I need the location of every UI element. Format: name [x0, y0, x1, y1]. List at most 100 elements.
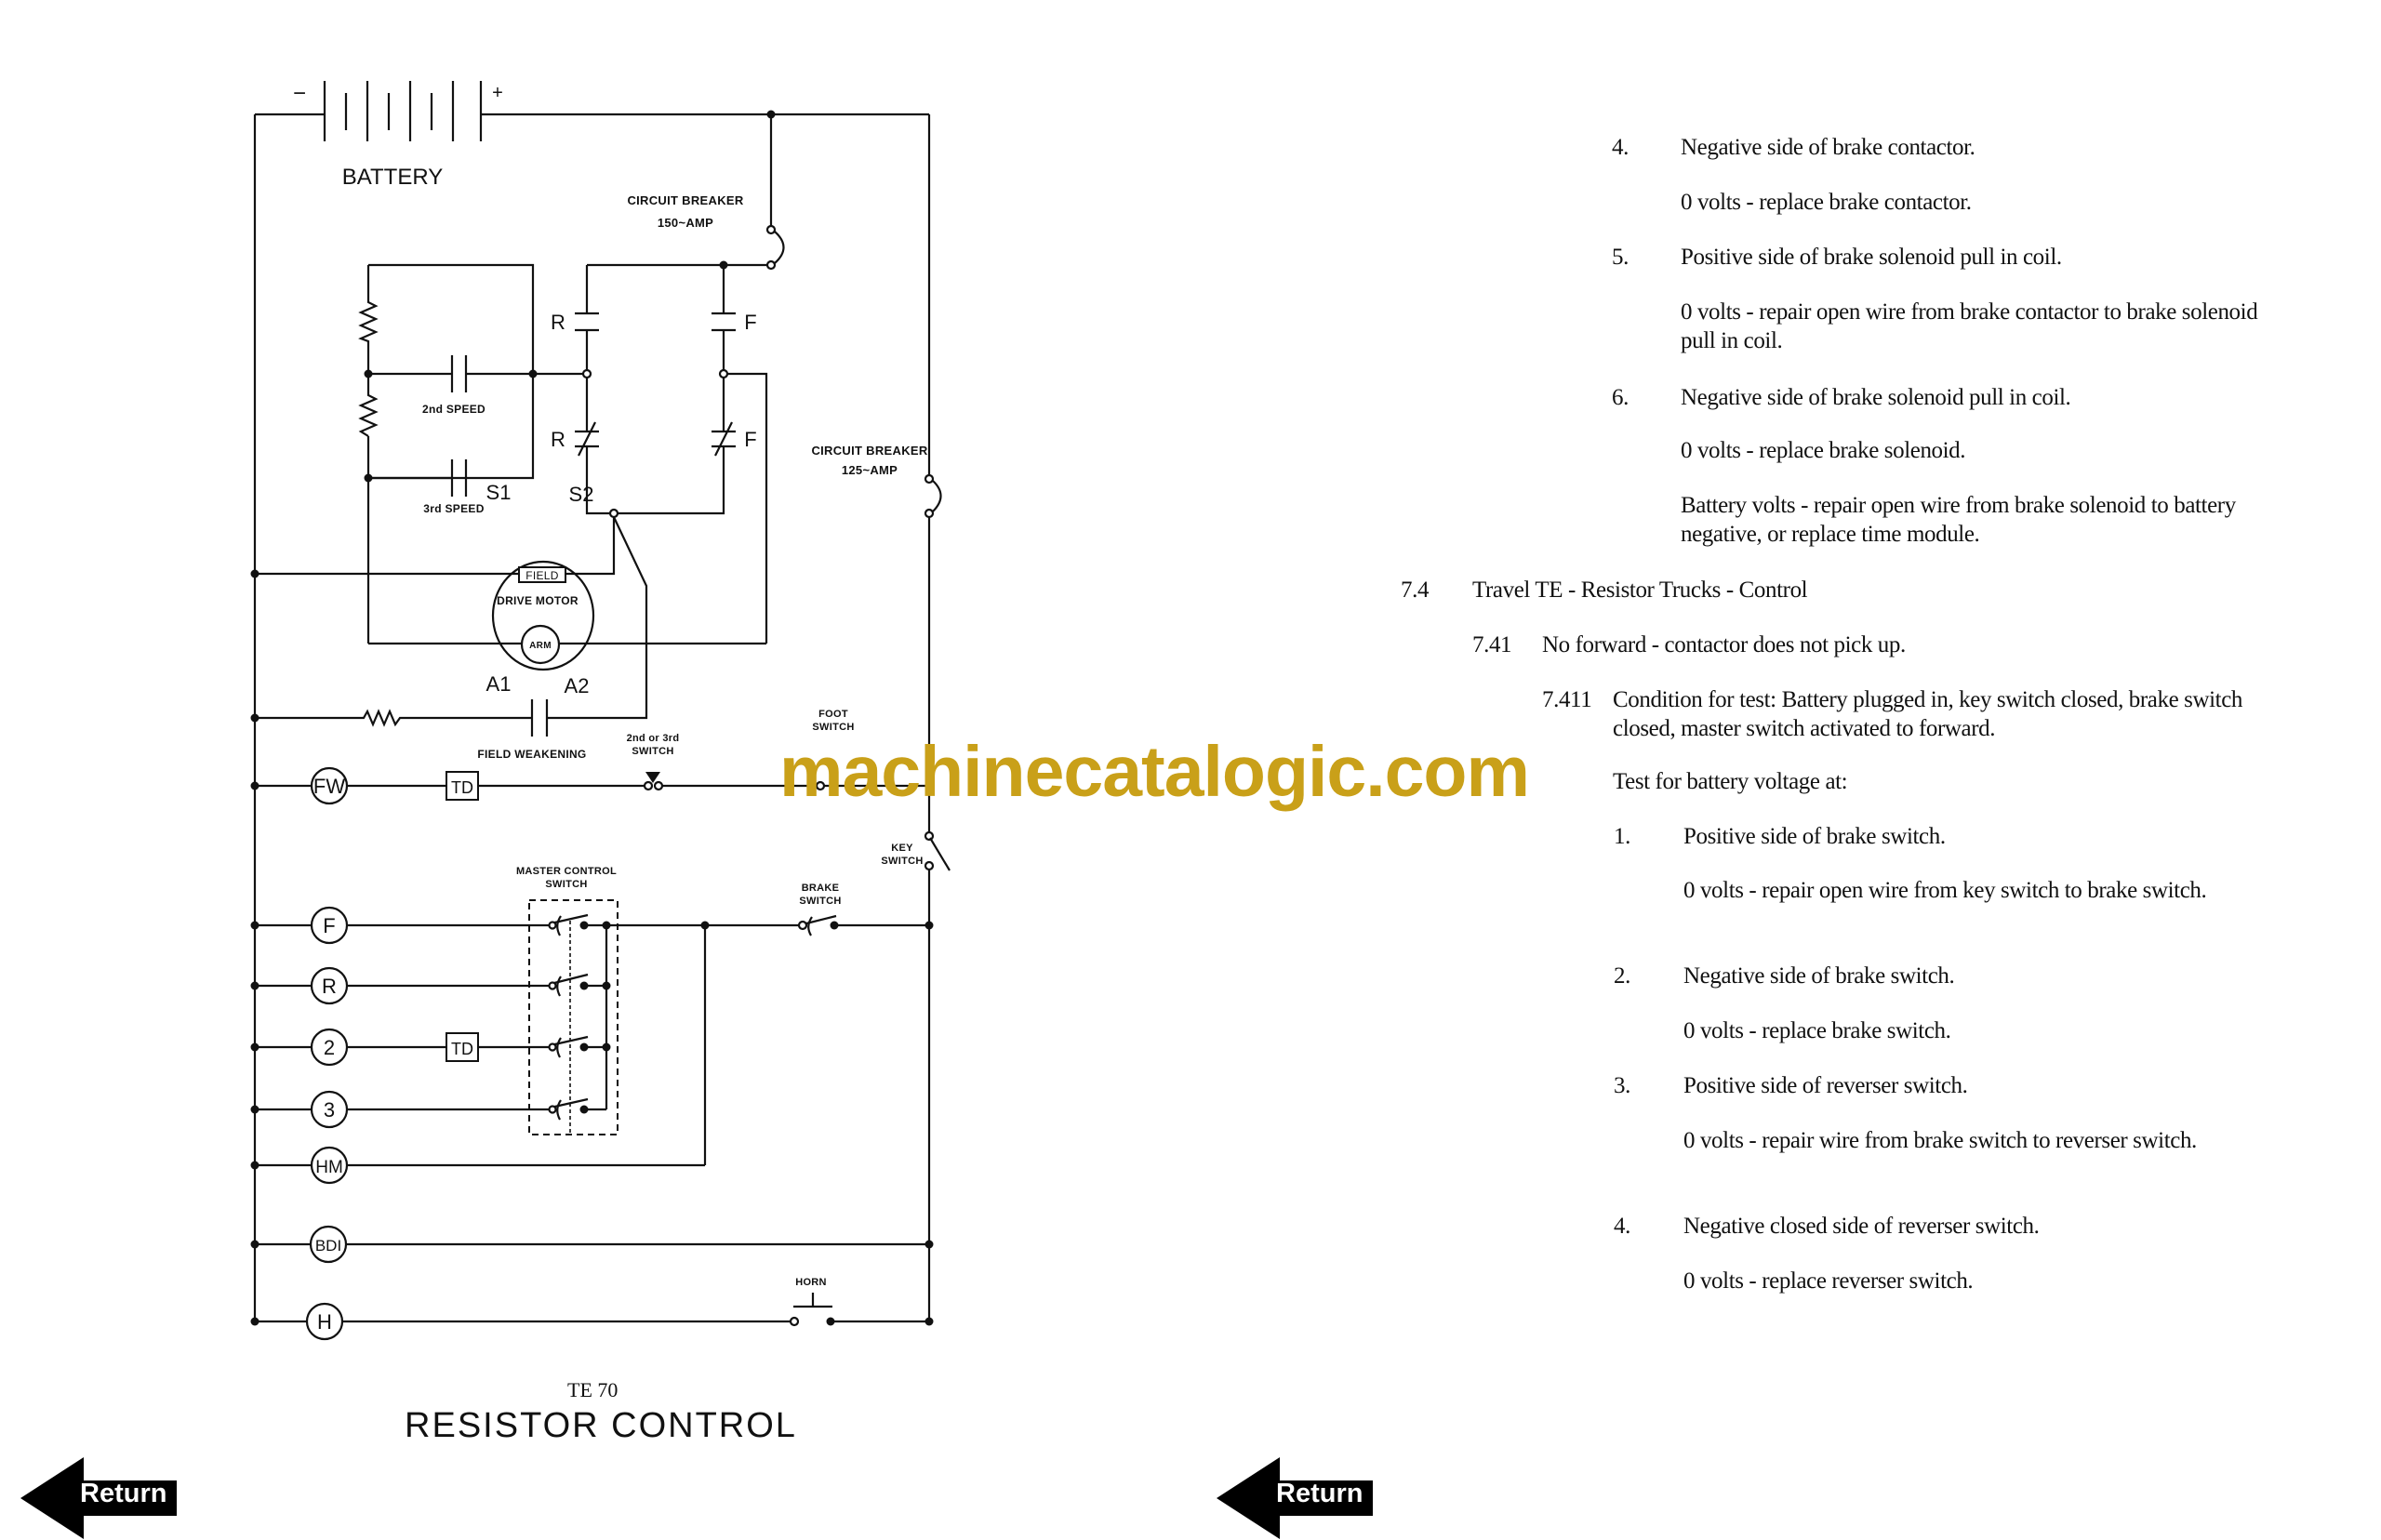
step-text: Negative side of brake contactor.	[1681, 135, 1975, 160]
schematic-label: 2	[324, 1036, 335, 1059]
schematic-label: MASTER CONTROL	[516, 866, 617, 877]
model-label: TE 70	[567, 1378, 618, 1401]
schematic-mark	[255, 913, 929, 1246]
schematic-mark	[368, 355, 583, 497]
schematic-mark	[797, 920, 808, 931]
schematic-mark	[924, 830, 935, 842]
schematic-mark	[1217, 1457, 1373, 1539]
step-result: Battery volts - repair open wire from br…	[1681, 493, 2236, 547]
return-button-right[interactable]: Return	[1215, 1456, 1401, 1540]
schematic-label: A1	[486, 672, 512, 696]
step-text: Positive side of reverser switch.	[1683, 1073, 1968, 1098]
schematic-label: SWITCH	[632, 746, 673, 757]
schematic-mark	[643, 780, 654, 791]
schematic-label: 2nd or 3rd	[627, 733, 680, 744]
schematic-mark	[653, 780, 664, 791]
schematic-mark	[929, 837, 951, 871]
schematic-mark	[310, 1028, 349, 1067]
battery-minus-label: −	[293, 81, 306, 106]
schematic-mark	[528, 899, 619, 1135]
return-label: Return	[80, 1479, 167, 1508]
schematic-mark	[255, 1293, 929, 1323]
schematic-mark	[924, 473, 935, 485]
schematic-mark	[765, 224, 777, 235]
schematic-mark	[765, 259, 777, 271]
schematic-mark	[932, 480, 942, 512]
row-node-circles: F R 2 3 HM BDI H	[305, 906, 349, 1341]
schematic-label: FW	[313, 775, 345, 798]
schematic-label: SWITCH	[881, 856, 923, 867]
schematic-mark	[250, 713, 259, 723]
schematic-mark	[602, 981, 611, 990]
schematic-label: 150~AMP	[658, 216, 713, 230]
schematic-mark	[364, 473, 373, 483]
schematic-label: A2	[565, 674, 590, 697]
schematic-mark	[250, 1161, 259, 1170]
schematic-label: FOOT	[818, 709, 848, 720]
schematic-label: CIRCUIT BREAKER	[811, 444, 927, 458]
schematic-mark	[309, 1225, 348, 1264]
schematic-label: S2	[569, 483, 594, 506]
schematic-label: TD	[451, 1040, 473, 1058]
section-title: Travel TE - Resistor Trucks - Control	[1472, 578, 1808, 603]
step-text: Positive side of brake solenoid pull in …	[1681, 245, 2062, 270]
schematic-mark	[579, 921, 589, 930]
schematic-mark	[548, 981, 557, 990]
schematic-mark	[584, 925, 608, 1111]
schematic-mark	[579, 1105, 589, 1114]
step-text: Negative side of brake switch.	[1683, 963, 1955, 989]
step-number: 5.	[1612, 245, 1629, 270]
schematic-mark	[826, 1317, 835, 1326]
section-number: 7.4	[1401, 578, 1430, 603]
schematic-mark	[579, 981, 589, 990]
schematic-mark	[310, 966, 349, 1005]
schematic-label: 2nd SPEED	[422, 403, 486, 416]
schematic-mark	[250, 569, 259, 578]
step-result: 0 volts - repair open wire from brake co…	[1681, 299, 2258, 353]
schematic-mark	[250, 1240, 259, 1249]
step-text: Negative side of brake solenoid pull in …	[1681, 385, 2071, 410]
schematic-mark	[700, 921, 710, 930]
schematic-mark	[548, 1105, 557, 1114]
schematic-mark	[250, 1317, 259, 1326]
schematic-label: SWITCH	[812, 722, 854, 733]
step-number: 4.	[1612, 135, 1629, 160]
schematic-mark	[305, 1302, 344, 1341]
step-text: Positive side of brake switch.	[1683, 824, 1946, 849]
schematic-label: FIELD	[525, 569, 559, 582]
schematic-mark	[581, 368, 592, 379]
schematic-mark	[548, 1042, 557, 1052]
schematic-mark	[815, 780, 826, 791]
schematic-mark	[548, 921, 557, 930]
schematic-label: KEY	[891, 843, 913, 854]
row-fw: FW TD 2nd or 3rd SWITCH FOOT SWITCH	[250, 709, 934, 805]
schematic-mark	[250, 921, 259, 930]
schematic-mark	[789, 1316, 800, 1327]
schematic-mark	[364, 369, 373, 378]
schematic-mark	[575, 265, 768, 644]
schematic-label: F	[744, 428, 756, 451]
schematic-label: BRAKE	[802, 883, 840, 894]
step-result: 0 volts - replace brake contactor.	[1681, 190, 1972, 215]
schematic-mark	[255, 516, 766, 737]
step-result: 0 volts - replace reverser switch.	[1683, 1268, 1974, 1294]
wiring-schematic: − + BATTERY CIRCUIT BREAKER 150~AMP CIRC…	[250, 81, 951, 1445]
schematic-mark	[250, 781, 259, 790]
schematic-mark	[602, 921, 611, 930]
return-label: Return	[1276, 1479, 1363, 1508]
schematic-mark	[924, 1240, 934, 1249]
schematic-label: SWITCH	[799, 896, 841, 907]
circuit-breaker-125: CIRCUIT BREAKER 125~AMP	[811, 444, 942, 519]
schematic-mark	[310, 906, 349, 945]
schematic-label: 3rd SPEED	[423, 502, 484, 515]
schematic-label: 125~AMP	[842, 463, 898, 477]
schematic-mark	[310, 1146, 349, 1185]
schematic-mark	[924, 921, 934, 930]
control-rows: BRAKE SWITCH TD HORN F R 2 3 HM BDI H	[250, 883, 934, 1341]
step-result: 0 volts - replace brake solenoid.	[1681, 438, 1966, 463]
return-button-left[interactable]: Return	[19, 1456, 205, 1540]
subsection-number: 7.41	[1472, 632, 1512, 657]
diagram-title: RESISTOR CONTROL	[405, 1406, 797, 1445]
subsection-title: No forward - contactor does not pick up.	[1542, 632, 1906, 657]
schematic-mark	[250, 981, 259, 990]
